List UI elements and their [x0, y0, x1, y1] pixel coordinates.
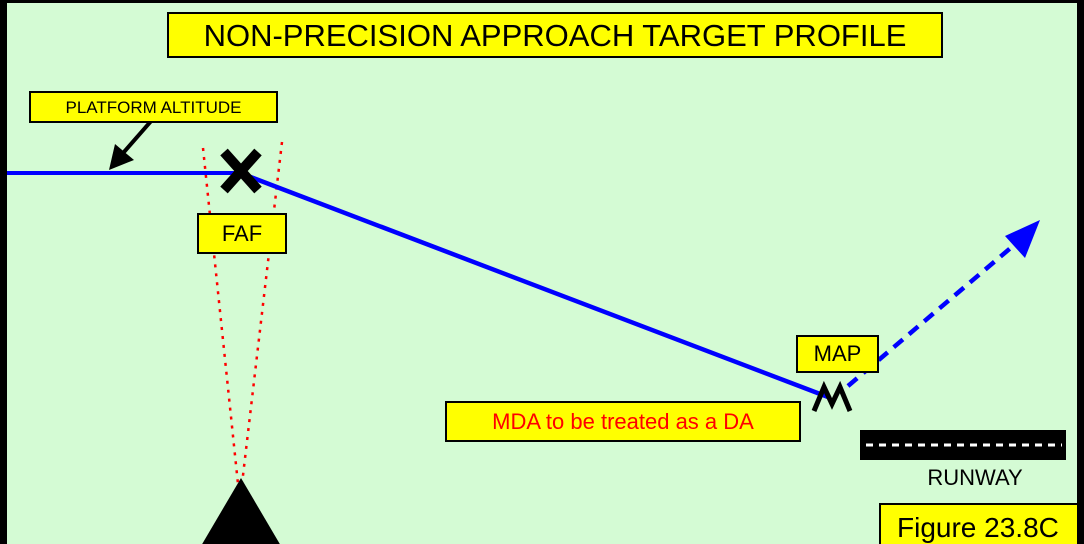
- m-icon: [811, 380, 853, 412]
- faf-label: FAF: [197, 213, 287, 254]
- beam-right-line: [240, 141, 284, 485]
- missed-approach-path: [846, 238, 1022, 388]
- map-label: MAP: [796, 335, 879, 373]
- triangle-icon: [202, 478, 280, 544]
- figure-caption: Figure 23.8C: [879, 503, 1077, 544]
- mda-note: MDA to be treated as a DA: [445, 401, 801, 442]
- platform-pointer-line: [122, 118, 154, 154]
- cross-icon: [220, 148, 262, 194]
- page-title: NON-PRECISION APPROACH TARGET PROFILE: [167, 12, 943, 58]
- pointer-arrowhead: [109, 144, 134, 170]
- platform-altitude-label: PLATFORM ALTITUDE: [29, 91, 278, 123]
- arrow-icon: [1005, 220, 1040, 258]
- runway-label: RUNWAY: [927, 465, 1023, 490]
- final-approach-path: [239, 170, 829, 400]
- beam-left-line: [201, 147, 240, 485]
